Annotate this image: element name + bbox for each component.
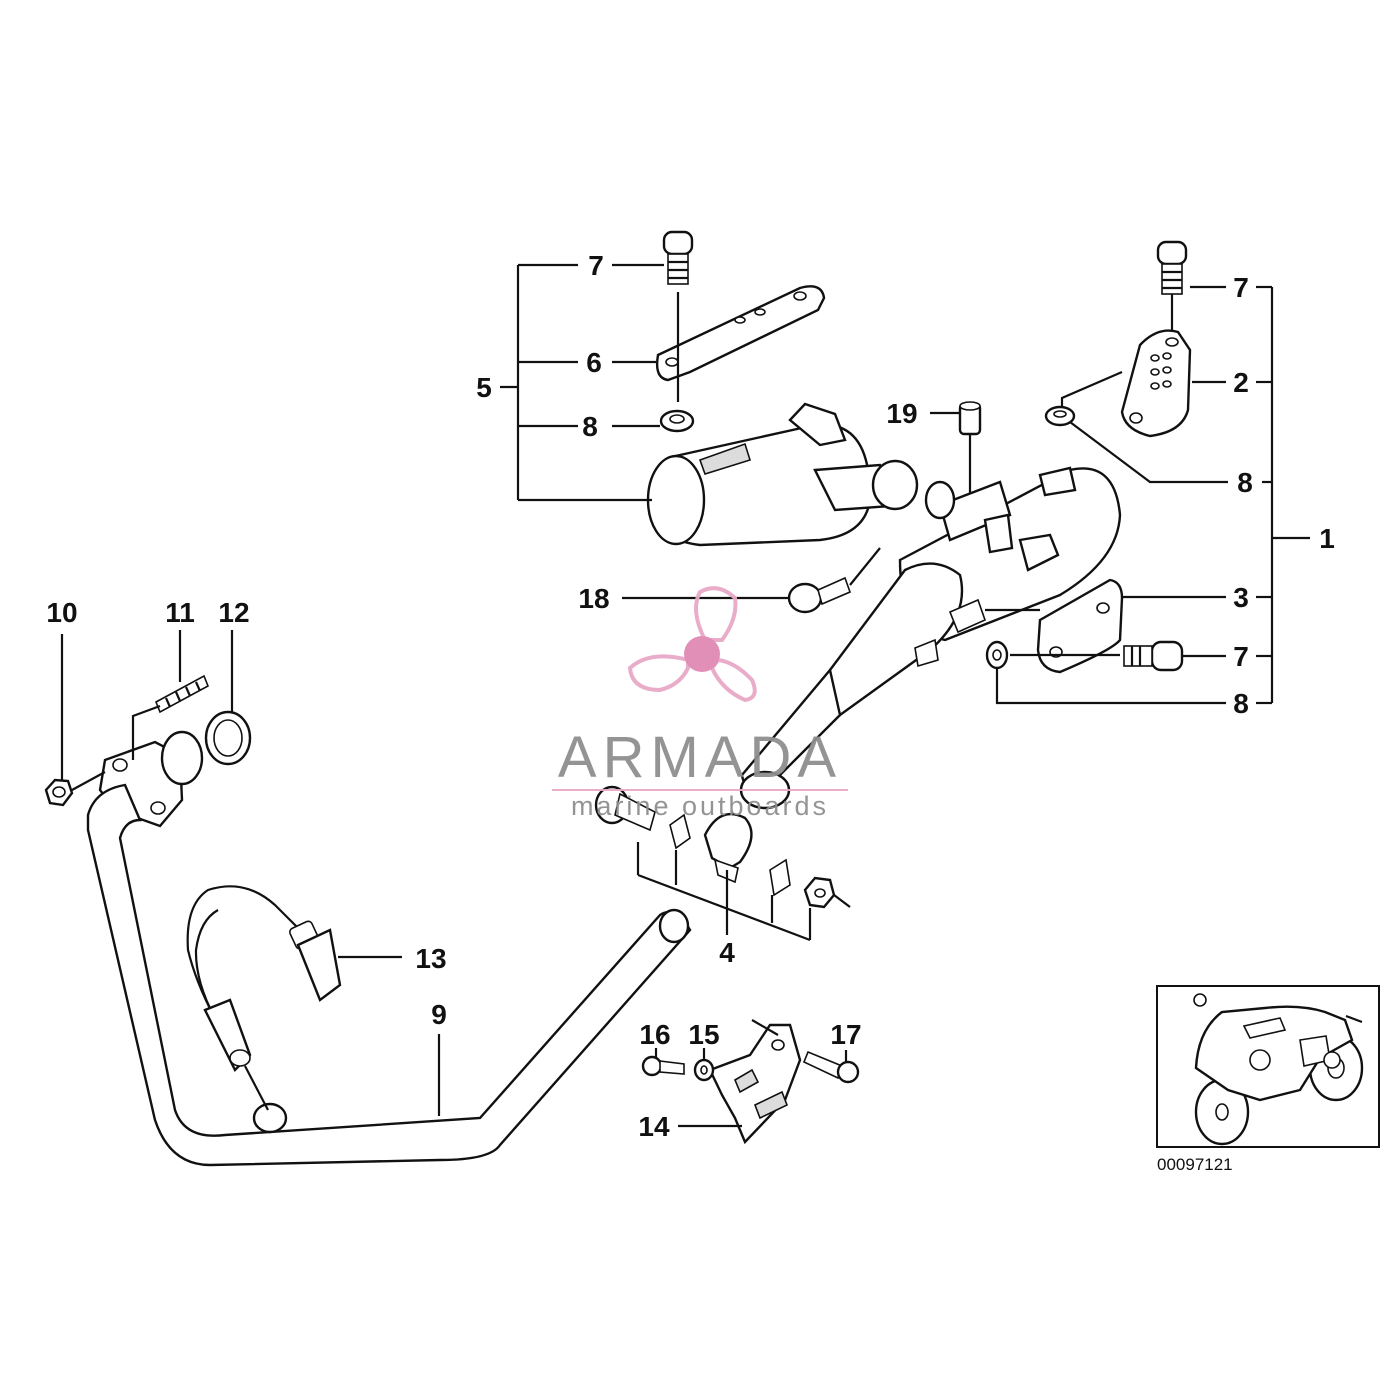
stud-11 (154, 674, 210, 714)
callout-4: 4 (719, 937, 735, 968)
plate-3 (1036, 578, 1124, 674)
washer-8-lower-right (985, 640, 1009, 670)
callout-8: 8 (1237, 467, 1253, 498)
oxygen-sensor-13 (186, 885, 342, 1111)
silencer-1 (739, 466, 1122, 810)
callout-11: 11 (165, 597, 195, 628)
washer-15 (693, 1058, 715, 1082)
callout-15: 15 (688, 1019, 719, 1050)
brand-subtitle: marine outboards (571, 791, 829, 821)
bolt-16 (641, 1055, 685, 1077)
muffler-5 (646, 402, 919, 547)
motorcycle-silhouette-icon (1193, 993, 1364, 1146)
callout-8: 8 (1233, 688, 1249, 719)
callout-7: 7 (1233, 641, 1249, 672)
callout-18: 18 (578, 583, 609, 614)
bracket-2 (1120, 329, 1192, 438)
callout-6: 6 (586, 347, 602, 378)
nut-10 (44, 778, 74, 807)
leader-lines (60, 263, 1310, 1128)
diagram-code: 00097121 (1157, 1155, 1233, 1174)
bracket-6 (655, 285, 826, 402)
callout-labels: 7 6 5 8 19 7 2 8 1 18 3 7 8 10 11 12 13 … (46, 250, 1334, 1142)
callout-10: 10 (46, 597, 77, 628)
callout-16: 16 (639, 1019, 670, 1050)
clamp-assembly-4 (594, 785, 851, 909)
motorcycle-thumbnail (1156, 985, 1380, 1148)
callout-13: 13 (415, 943, 446, 974)
callout-12: 12 (218, 597, 249, 628)
callout-9: 9 (431, 999, 447, 1030)
gasket-ring-12 (204, 710, 252, 766)
propeller-logo-icon (627, 586, 757, 703)
callout-3: 3 (1233, 582, 1249, 613)
bolt-7-right (1156, 240, 1188, 340)
callout-14: 14 (638, 1111, 670, 1142)
brand-name: ARMADA (558, 725, 842, 790)
bolt-17 (802, 1050, 860, 1084)
armada-watermark: ARMADA marine outboards (552, 586, 848, 821)
bolt-18 (787, 547, 881, 614)
bracket-14 (708, 1023, 802, 1145)
callout-17: 17 (830, 1019, 861, 1050)
washer-8-left (659, 409, 695, 433)
header-pipe-9 (86, 730, 692, 1167)
callout-19: 19 (886, 398, 917, 429)
callout-5: 5 (476, 372, 492, 403)
callout-8: 8 (582, 411, 598, 442)
callout-7: 7 (1233, 272, 1249, 303)
callout-2: 2 (1233, 367, 1249, 398)
callout-7: 7 (588, 250, 604, 281)
bolt-7-left (662, 230, 694, 285)
bolt-7-lower-right (1123, 640, 1184, 672)
callout-1: 1 (1319, 523, 1335, 554)
washer-8-upper-right (1044, 405, 1076, 427)
